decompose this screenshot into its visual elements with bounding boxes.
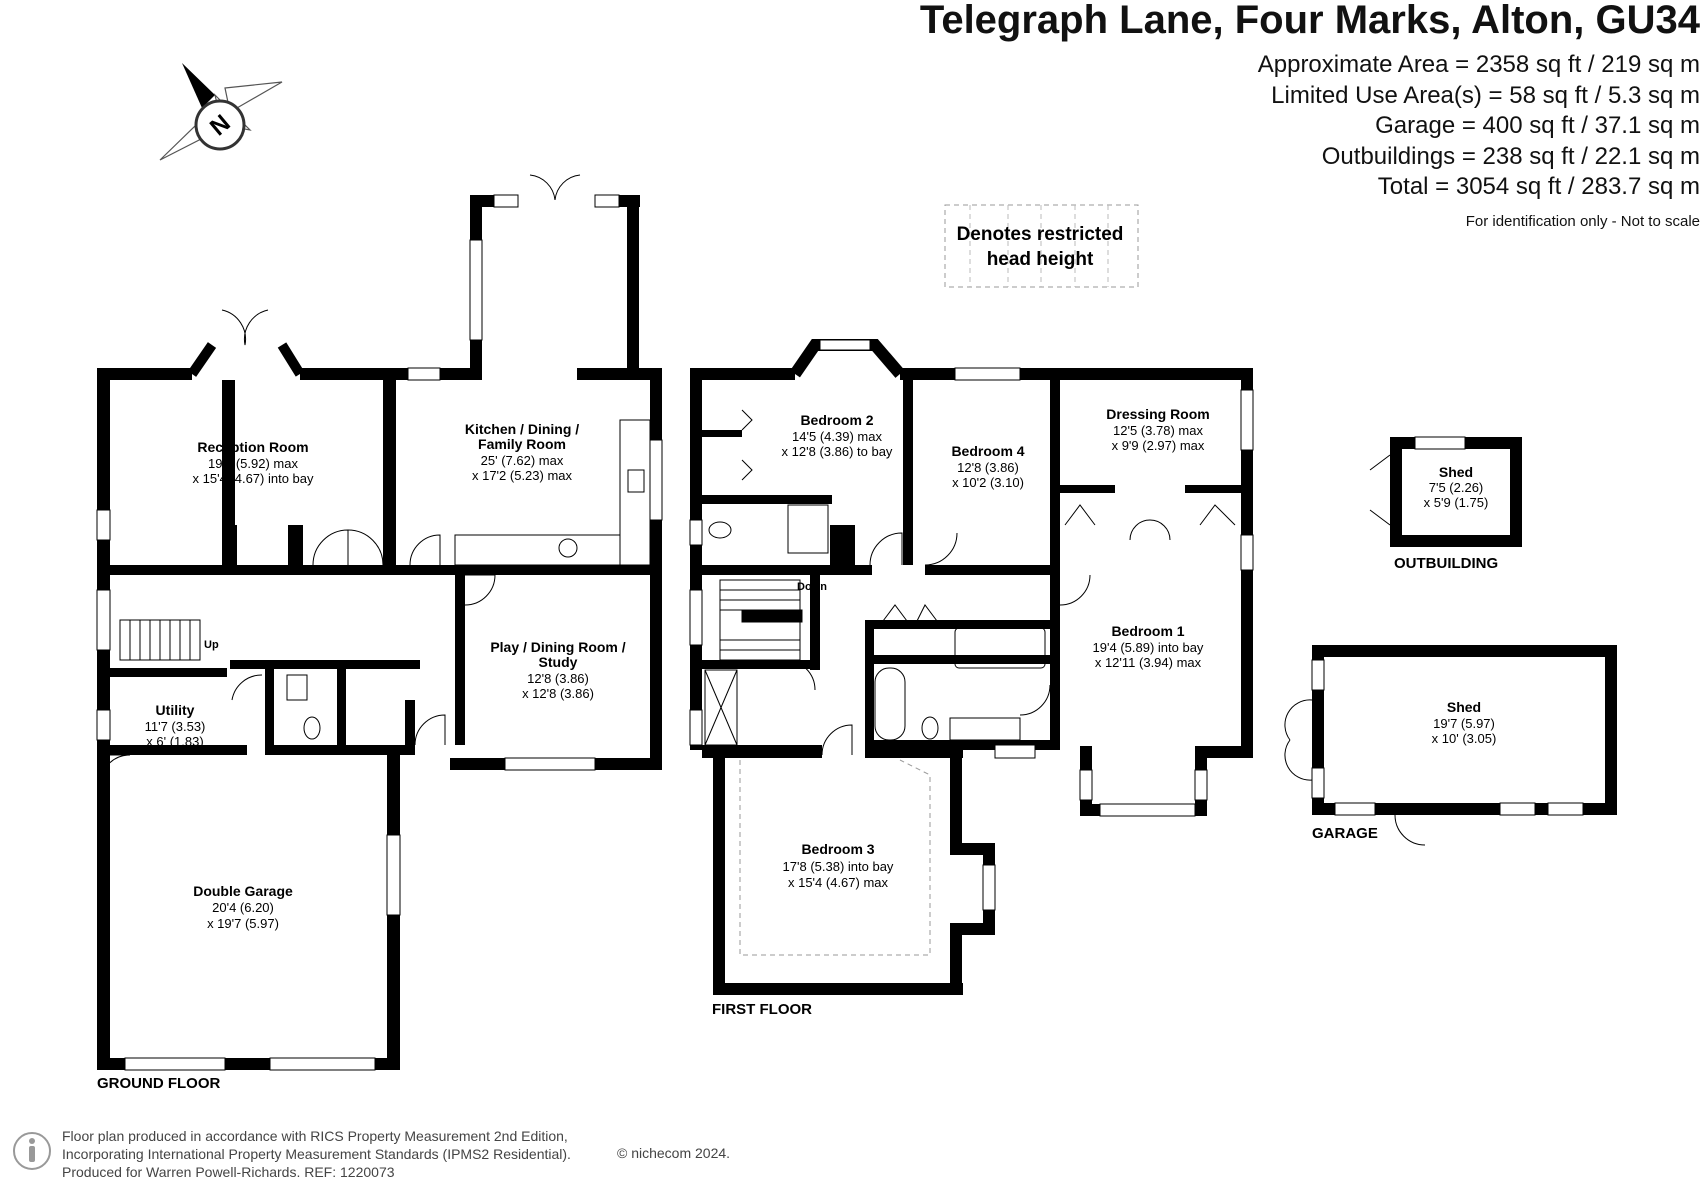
bedroom3-dim2: x 15'4 (4.67) max [788, 875, 889, 890]
dressing-room-dim1: 12'5 (3.78) max [1113, 423, 1203, 438]
small-shed-name: Shed [1439, 464, 1473, 480]
area-summary: Approximate Area = 2358 sq ft / 219 sq m… [1258, 50, 1700, 237]
disclaimer: For identification only - Not to scale [1465, 212, 1700, 230]
ground-floor-label: GROUND FLOOR [97, 1075, 220, 1092]
play-room-dim1: 12'8 (3.86) [527, 671, 589, 686]
first-floor: Down Bedroom 2 14'5 (4.39) max x 12'8 (3… [689, 339, 1254, 1018]
page-title: Telegraph Lane, Four Marks, Alton, GU34 [919, 0, 1700, 42]
utility-name: Utility [156, 702, 195, 718]
play-room-name1: Play / Dining Room / [490, 639, 625, 655]
bedroom2-name: Bedroom 2 [800, 412, 873, 428]
garage-label: GARAGE [1312, 825, 1378, 842]
dressing-room-name: Dressing Room [1106, 406, 1209, 422]
large-shed-dim1: 19'7 (5.97) [1433, 716, 1495, 731]
garage-dim2: x 19'7 (5.97) [207, 916, 279, 931]
bedroom4-name: Bedroom 4 [951, 443, 1024, 459]
reception-room-dim1: 19'5 (5.92) max [208, 456, 298, 471]
restricted-legend: Denotes restricted head height [944, 204, 1139, 288]
legend-line1: Denotes restricted [957, 224, 1124, 245]
outbuilding-label: OUTBUILDING [1394, 555, 1498, 572]
large-shed-name: Shed [1447, 699, 1481, 715]
footer: Floor plan produced in accordance with R… [62, 1127, 571, 1181]
play-room-dim2: x 12'8 (3.86) [522, 686, 594, 701]
footer-line1: Floor plan produced in accordance with R… [62, 1128, 568, 1144]
play-room-name2: Study [539, 654, 578, 670]
compass-icon: N [159, 63, 283, 161]
stairs-up-label: Up [204, 639, 219, 651]
area-total: Total = 3054 sq ft / 283.7 sq m [1377, 173, 1700, 200]
dressing-room-dim2: x 9'9 (2.97) max [1112, 438, 1205, 453]
footer-line3: Produced for Warren Powell-Richards. REF… [62, 1164, 395, 1180]
large-shed-dim2: x 10' (3.05) [1432, 731, 1497, 746]
garage-name: Double Garage [193, 883, 293, 899]
bedroom2-dim2: x 12'8 (3.86) to bay [782, 444, 893, 459]
reception-room-name: Reception Room [197, 439, 308, 455]
bedroom3-name: Bedroom 3 [801, 841, 874, 857]
utility-dim1: 11'7 (3.53) [145, 719, 206, 734]
bedroom1-dim2: x 12'11 (3.94) max [1095, 655, 1202, 670]
small-shed-dim2: x 5'9 (1.75) [1424, 495, 1489, 510]
garage-dim1: 20'4 (6.20) [212, 900, 274, 915]
bedroom3-dim1: 17'8 (5.38) into bay [783, 859, 894, 874]
info-person-icon [13, 1132, 51, 1170]
copyright: © nichecom 2024. [617, 1145, 731, 1161]
footer-line2: Incorporating International Property Mea… [62, 1146, 571, 1162]
kitchen-name2: Family Room [478, 436, 566, 452]
bedroom4-dim1: 12'8 (3.86) [957, 460, 1019, 475]
first-floor-label: FIRST FLOOR [712, 1001, 812, 1018]
bedroom4-dim2: x 10'2 (3.10) [952, 475, 1024, 490]
outbuilding: Shed 7'5 (2.26) x 5'9 (1.75) OUTBUILDING [1369, 436, 1522, 572]
bedroom2-dim1: 14'5 (4.39) max [792, 429, 882, 444]
utility-dim2: x 6' (1.83) [146, 734, 203, 749]
area-outbuildings: Outbuildings = 238 sq ft / 22.1 sq m [1321, 142, 1700, 170]
legend-line2: head height [987, 249, 1094, 270]
area-limited-use: Limited Use Area(s) = 58 sq ft / 5.3 sq … [1271, 81, 1700, 109]
kitchen-name1: Kitchen / Dining / [465, 421, 579, 437]
garage-shed: Shed 19'7 (5.97) x 10' (3.05) GARAGE [1284, 645, 1617, 846]
ground-floor: Up Reception Room 19'5 (5.92) max x 15'4… [96, 174, 663, 1092]
area-approximate: Approximate Area = 2358 sq ft / 219 sq m [1257, 51, 1700, 78]
small-shed-dim1: 7'5 (2.26) [1429, 480, 1484, 495]
stairs-down-label: Down [797, 581, 827, 593]
reception-room-dim2: x 15'4 (4.67) into bay [193, 471, 314, 486]
bedroom1-name: Bedroom 1 [1111, 623, 1184, 639]
kitchen-dim2: x 17'2 (5.23) max [472, 468, 573, 483]
area-garage: Garage = 400 sq ft / 37.1 sq m [1375, 112, 1700, 139]
bedroom1-dim1: 19'4 (5.89) into bay [1093, 640, 1204, 655]
kitchen-dim1: 25' (7.62) max [481, 453, 564, 468]
